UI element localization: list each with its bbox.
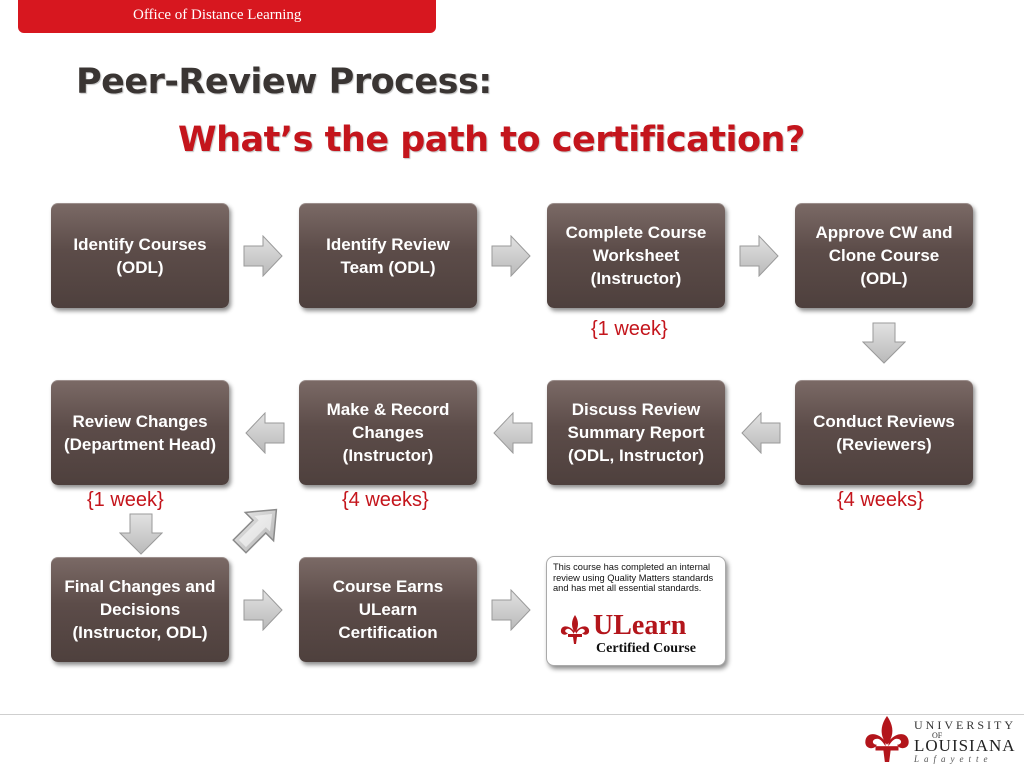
arrow-right-icon <box>739 235 779 277</box>
step-complete-worksheet: Complete Course Worksheet (Instructor) <box>547 203 725 308</box>
arrow-right-icon <box>491 589 531 631</box>
logo-louisiana: LOUISIANA <box>914 736 1016 755</box>
org-name: Office of Distance Learning <box>133 7 302 23</box>
arrow-diagonal-icon <box>232 508 278 554</box>
logo-university: UNIVERSITY <box>914 718 1016 732</box>
arrow-right-icon <box>491 235 531 277</box>
duration-conduct-reviews: {4 weeks} <box>837 489 924 511</box>
step-identify-review-team: Identify Review Team (ODL) <box>299 203 477 308</box>
arrow-right-icon <box>243 235 283 277</box>
step-discuss-report: Discuss Review Summary Report (ODL, Inst… <box>547 380 725 485</box>
arrow-right-icon <box>243 589 283 631</box>
arrow-down-icon <box>862 322 906 364</box>
certificate-text: This course has completed an internal re… <box>553 562 714 593</box>
arrow-left-icon <box>741 412 781 454</box>
step-earns-certification: Course Earns ULearn Certification <box>299 557 477 662</box>
header-bar: Office of Distance Learning <box>18 0 436 33</box>
footer-divider <box>0 714 1024 715</box>
arrow-left-icon <box>493 412 533 454</box>
duration-review-changes: {1 week} <box>87 489 164 511</box>
step-review-changes: Review Changes (Department Head) <box>51 380 229 485</box>
logo-of: OF <box>932 731 943 740</box>
page-subtitle: What’s the path to certification? <box>178 120 805 160</box>
ulearn-brand: ULearn <box>593 610 687 641</box>
page-title: Peer-Review Process: <box>76 62 492 102</box>
step-identify-courses: Identify Courses (ODL) <box>51 203 229 308</box>
duration-make-changes: {4 weeks} <box>342 489 429 511</box>
step-conduct-reviews: Conduct Reviews (Reviewers) <box>795 380 973 485</box>
step-approve-clone: Approve CW and Clone Course (ODL) <box>795 203 973 308</box>
logo-lafayette: Lafayette <box>914 754 993 764</box>
certified-course-badge: This course has completed an internal re… <box>546 556 726 666</box>
step-make-record-changes: Make & Record Changes (Instructor) <box>299 380 477 485</box>
university-logo: UNIVERSITY OF LOUISIANA Lafayette <box>862 712 1022 768</box>
certified-course-label: Certified Course <box>596 641 696 656</box>
duration-worksheet: {1 week} <box>591 318 668 340</box>
arrow-down-icon <box>119 513 163 555</box>
step-final-changes: Final Changes and Decisions (Instructor,… <box>51 557 229 662</box>
arrow-left-icon <box>245 412 285 454</box>
fleur-de-lis-icon <box>865 716 909 762</box>
fleur-de-lis-icon <box>560 615 590 644</box>
